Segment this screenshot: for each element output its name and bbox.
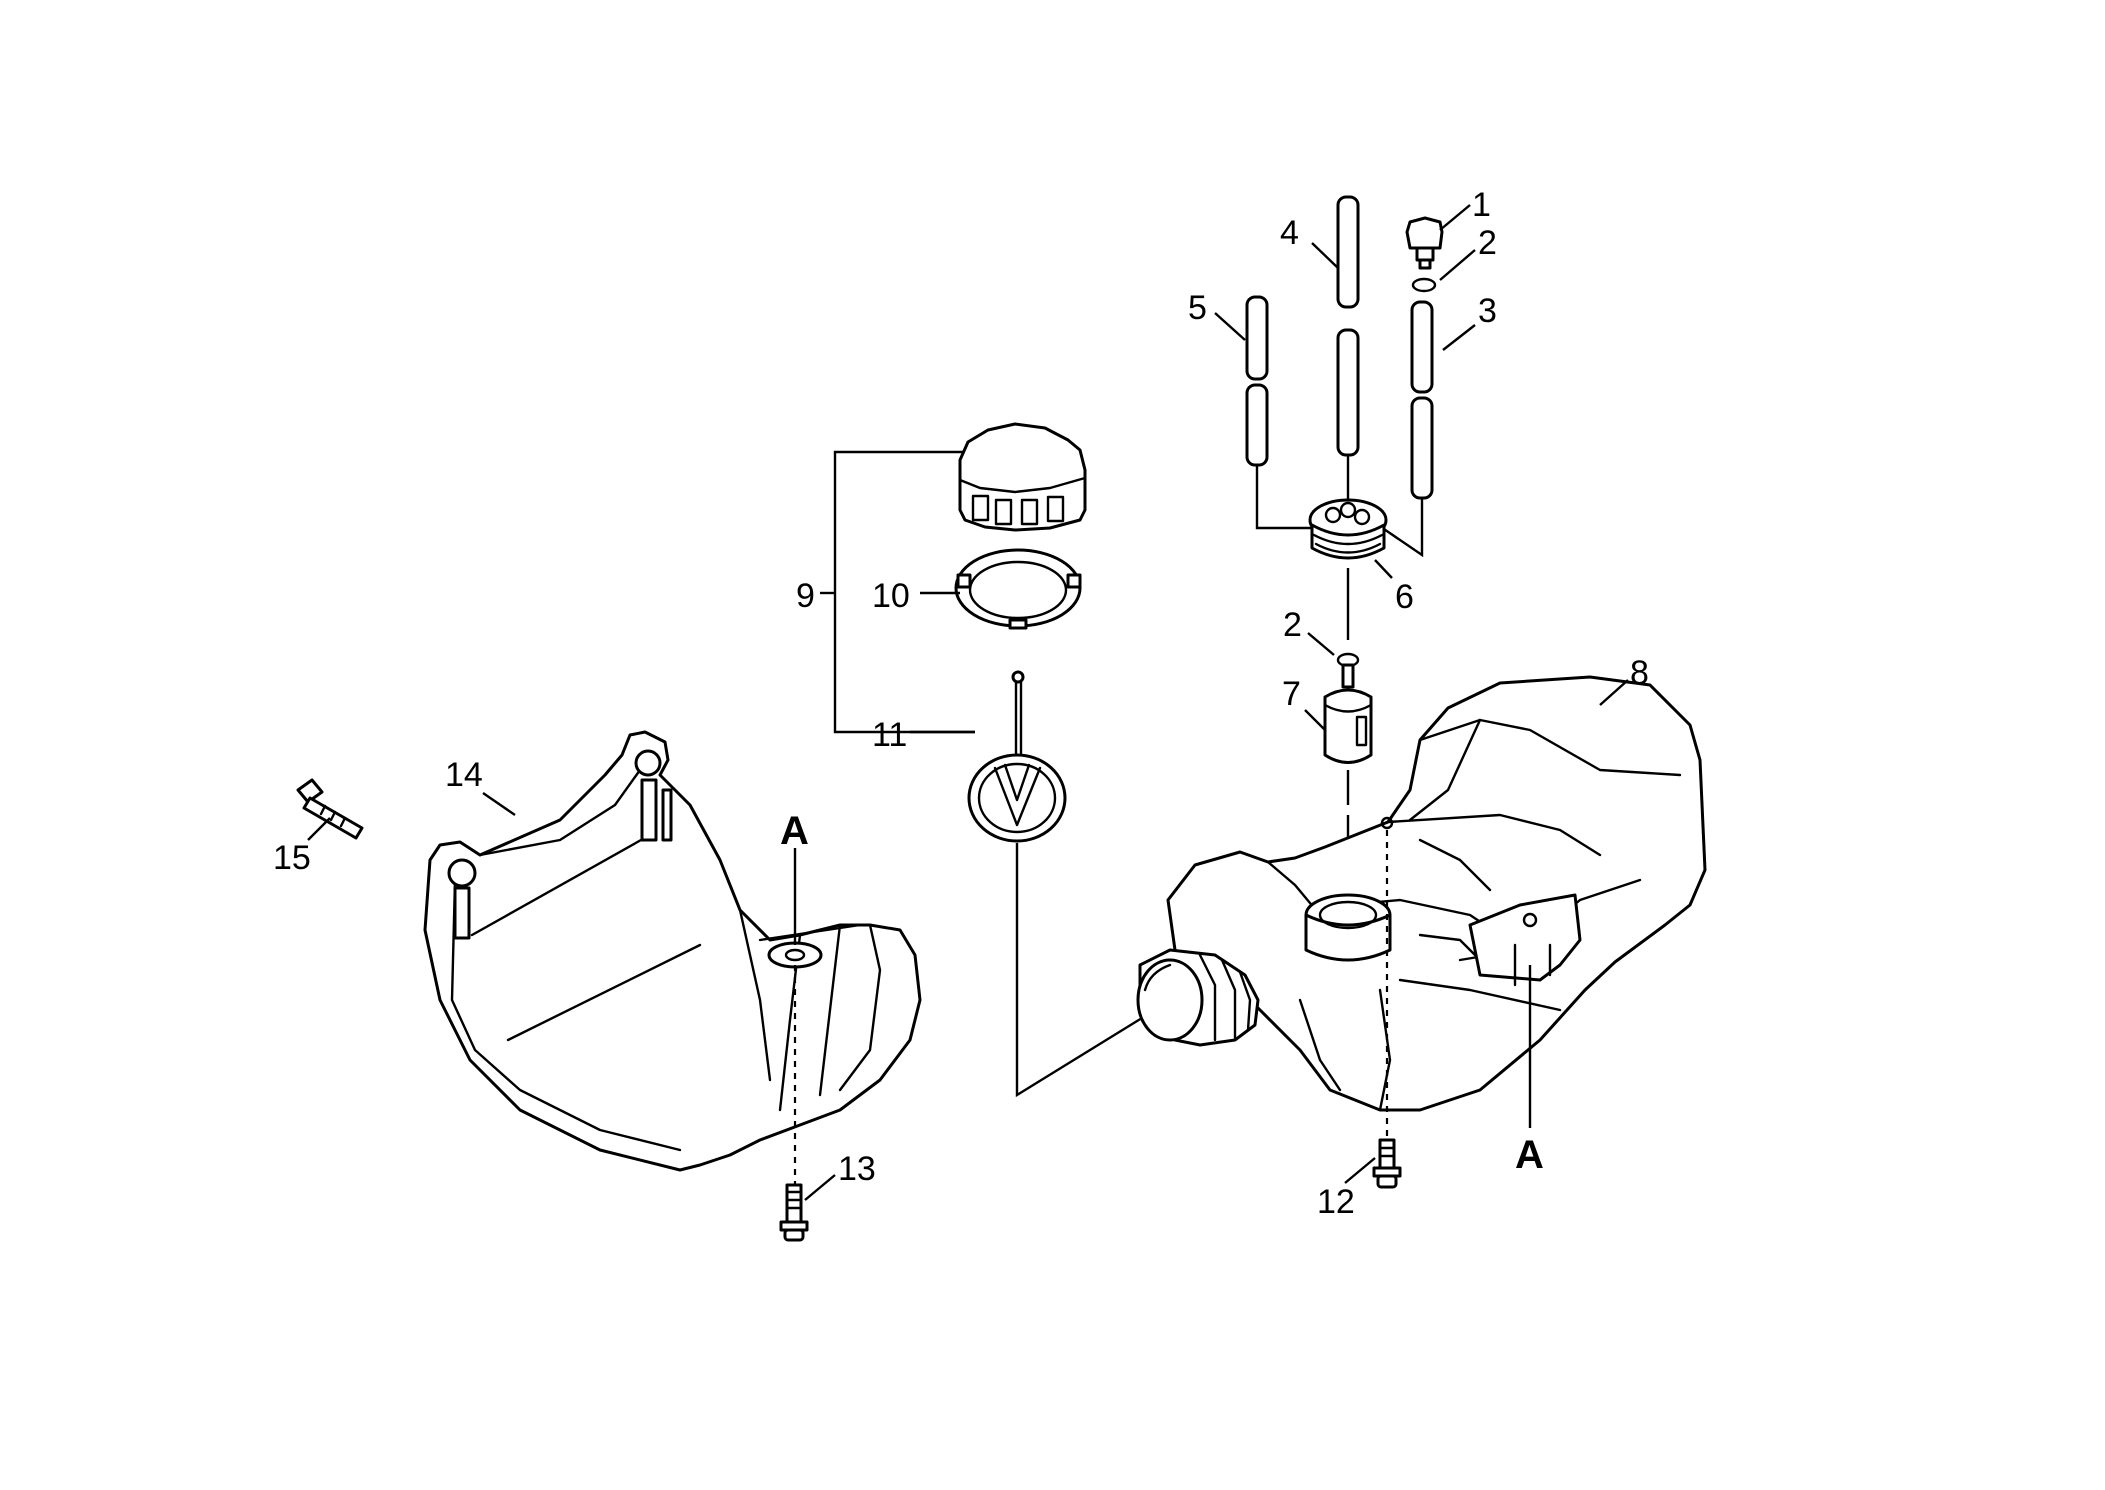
leader-6 bbox=[1374, 559, 1393, 579]
fuel-tank-part bbox=[1166, 675, 1707, 1112]
callout-13: 13 bbox=[838, 1150, 876, 1188]
callout-4: 4 bbox=[1280, 214, 1299, 252]
leader-3 bbox=[1442, 324, 1476, 351]
o-ring-upper bbox=[1411, 277, 1437, 293]
retainer-strap-part bbox=[967, 670, 1067, 843]
callout-3: 3 bbox=[1478, 292, 1497, 330]
hose-3-guide bbox=[1377, 498, 1424, 558]
leader-2b bbox=[1307, 632, 1335, 656]
fuel-filter-part bbox=[1323, 663, 1373, 764]
callout-15: 15 bbox=[273, 839, 311, 877]
callout-5: 5 bbox=[1188, 289, 1207, 327]
grommet-part bbox=[1308, 498, 1388, 560]
leader-5 bbox=[1214, 312, 1246, 341]
callout-10: 10 bbox=[872, 577, 910, 615]
leader-4 bbox=[1311, 242, 1339, 269]
leader-2a bbox=[1439, 249, 1476, 281]
leader-15 bbox=[307, 817, 331, 841]
screw-left-part bbox=[779, 1183, 809, 1242]
callout-7: 7 bbox=[1282, 675, 1301, 713]
gasket-part bbox=[954, 548, 1082, 630]
tank-filler-neck bbox=[1136, 948, 1260, 1047]
bolt-part bbox=[296, 778, 364, 840]
reference-a-left: A bbox=[780, 809, 809, 853]
leader-1 bbox=[1439, 204, 1471, 231]
connector-line bbox=[1015, 843, 1156, 1098]
hose-5-part bbox=[1245, 295, 1269, 467]
leader-8 bbox=[1599, 679, 1629, 706]
reference-a-right: A bbox=[1515, 1133, 1544, 1177]
callout-2-upper: 2 bbox=[1478, 224, 1497, 262]
leader-14 bbox=[482, 792, 516, 816]
leader-7 bbox=[1304, 709, 1326, 731]
fuel-cap-part bbox=[958, 422, 1087, 532]
screw-right-part bbox=[1372, 1138, 1402, 1189]
callout-11: 11 bbox=[872, 716, 907, 754]
callout-12: 12 bbox=[1317, 1183, 1355, 1221]
leader-13 bbox=[804, 1174, 836, 1201]
hose-4-part bbox=[1336, 195, 1360, 457]
callout-2-lower: 2 bbox=[1283, 606, 1302, 644]
leader-12 bbox=[1344, 1157, 1376, 1184]
callout-1: 1 bbox=[1472, 186, 1491, 224]
hose-5-guide bbox=[1255, 465, 1315, 530]
callout-9: 9 bbox=[796, 577, 815, 615]
vent-plug-part bbox=[1405, 216, 1444, 270]
callout-8: 8 bbox=[1630, 654, 1649, 692]
tank-cover-part bbox=[423, 730, 922, 1172]
callout-14: 14 bbox=[445, 756, 483, 794]
hose-3-part bbox=[1410, 300, 1434, 500]
callout-6: 6 bbox=[1395, 578, 1414, 616]
